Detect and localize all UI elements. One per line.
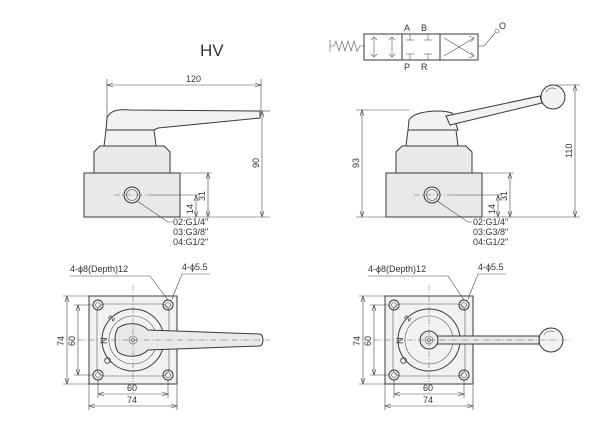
top-right-dim-outer-v: 74: [352, 336, 362, 346]
top-view-left: 2 N O 4-ϕ8(Depth)12 4-ϕ5.5 74 60 60 74: [56, 262, 270, 410]
model-title: HV: [200, 41, 224, 60]
front-view-left: 120 90 31 14 02:G1/4" 03:G3/8" 04:G1/2": [83, 74, 270, 247]
top-left-dial-label-2: 2: [106, 314, 117, 323]
front-right-port-2: 03:G3/8": [473, 227, 508, 237]
front-view-right: 93 110 31 14 02:G1/4" 03:G3/8" 04:G1/2": [351, 84, 580, 247]
top-right-dial-label-n: N: [395, 338, 405, 345]
front-left-dim-height: 90: [251, 158, 261, 168]
top-right-dim-inner-v: 60: [363, 336, 373, 346]
top-left-dim-outer-v: 74: [56, 336, 66, 346]
top-left-dim-outer-h: 74: [127, 395, 137, 405]
top-left-dial-label-o: O: [102, 355, 114, 366]
front-right-dim-low: 14: [487, 204, 497, 214]
front-right-dim-right-height: 110: [564, 144, 574, 158]
top-right-dial-label-2: 2: [402, 314, 413, 323]
front-left-port-1: 02:G1/4": [173, 217, 208, 227]
top-left-bolt-callout: 4-ϕ5.5: [182, 262, 208, 272]
front-right-port-1: 02:G1/4": [473, 217, 508, 227]
top-left-dial-label-n: N: [99, 338, 109, 345]
front-right-dim-mid: 31: [499, 191, 509, 201]
top-right-bolt-callout: 4-ϕ5.5: [478, 262, 504, 272]
top-right-dial-label-o: O: [398, 355, 410, 366]
top-right-dim-outer-h: 74: [423, 395, 433, 405]
top-left-dim-inner-h: 60: [127, 383, 137, 393]
top-right-hole-callout: 4-ϕ8(Depth)12: [368, 264, 426, 274]
top-left-hole-callout: 4-ϕ8(Depth)12: [70, 264, 128, 274]
front-left-dim-mid: 31: [197, 191, 207, 201]
port-p-label: P: [404, 62, 410, 72]
front-right-dim-left-height: 93: [351, 158, 361, 168]
front-left-port-2: 03:G3/8": [173, 227, 208, 237]
port-r-label: R: [421, 62, 428, 72]
top-left-dim-inner-v: 60: [67, 336, 77, 346]
port-a-label: A: [404, 23, 410, 33]
front-left-dim-low: 14: [185, 204, 195, 214]
front-right-port-3: 04:G1/2": [473, 237, 508, 247]
valve-symbol: A B P R O: [329, 21, 506, 72]
top-view-right: 2 N O 4-ϕ8(Depth)12 4-ϕ5.5 74 60 60 74: [352, 262, 570, 410]
port-o-label: O: [499, 21, 506, 31]
top-right-dim-inner-h: 60: [423, 383, 433, 393]
front-left-dim-width: 120: [186, 74, 201, 84]
front-left-port-3: 04:G1/2": [173, 237, 208, 247]
port-b-label: B: [421, 23, 427, 33]
